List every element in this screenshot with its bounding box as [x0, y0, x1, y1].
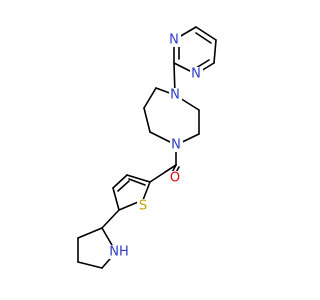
svg-text:N: N	[169, 33, 179, 48]
molecule-structure: N N N N O S NH	[77, 26, 217, 269]
atom-n-pyrimidine-2: N	[190, 67, 203, 82]
atom-n-diazepane-1: N	[169, 88, 182, 103]
svg-text:N: N	[191, 67, 201, 82]
atom-n-pyrimidine-1: N	[168, 33, 181, 48]
atom-nh-pyrrolidine: NH	[108, 245, 130, 260]
bond-thiophene-pyrrolidine	[101, 209, 120, 229]
atom-s-thiophene: S	[137, 199, 150, 214]
atom-o-carbonyl: O	[168, 171, 181, 186]
svg-text:S: S	[139, 199, 147, 214]
svg-text:NH: NH	[109, 245, 129, 260]
svg-text:N: N	[171, 138, 181, 153]
svg-text:O: O	[170, 171, 180, 186]
svg-text:N: N	[170, 88, 180, 103]
atom-n-diazepane-2: N	[170, 138, 183, 153]
